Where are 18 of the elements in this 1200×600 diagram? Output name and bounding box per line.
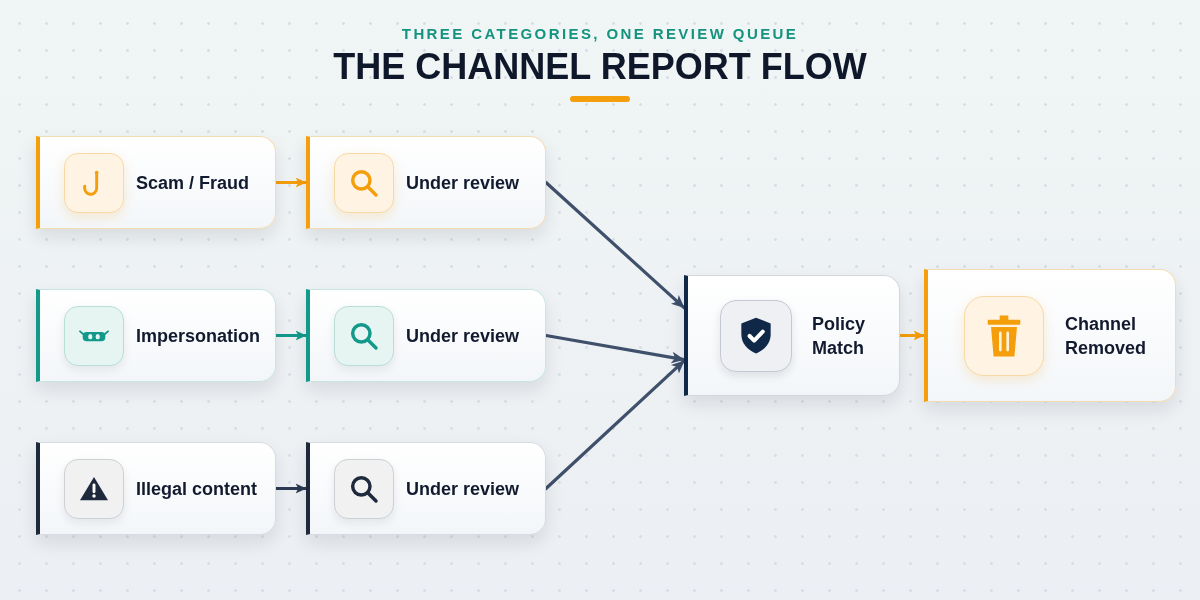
process-card xyxy=(306,442,546,535)
node-label: Under review xyxy=(406,324,520,347)
title: THE CHANNEL REPORT FLOW xyxy=(333,45,867,89)
process-card xyxy=(924,269,1176,402)
process-card xyxy=(306,136,546,229)
process-card xyxy=(36,136,276,229)
process-card xyxy=(36,289,276,382)
node-label: Policy Match xyxy=(812,312,867,360)
node-label: Channel Removed xyxy=(1065,312,1148,360)
process-card xyxy=(36,442,276,535)
subtitle: THREE CATEGORIES, ONE REVIEW QUEUE xyxy=(401,24,799,44)
node-label: Scam / Fraud xyxy=(136,171,250,194)
node-label: Under review xyxy=(406,171,520,194)
process-card xyxy=(684,275,900,396)
node-label: Under review xyxy=(406,477,520,500)
process-card xyxy=(306,289,546,382)
node-label: Illegal content xyxy=(136,477,258,500)
node-label: Impersonation xyxy=(136,324,260,347)
